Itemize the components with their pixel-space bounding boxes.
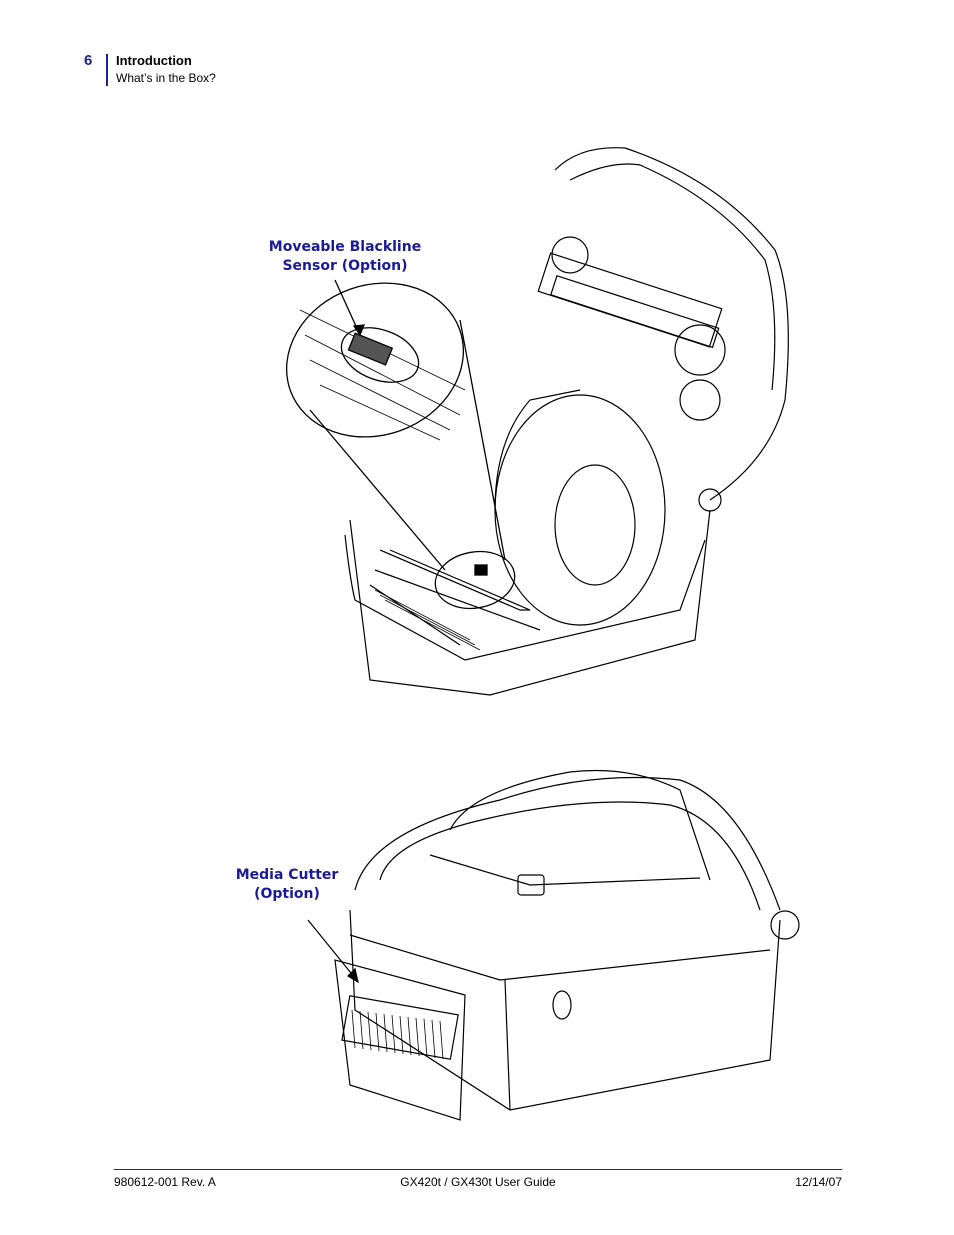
printer-top-cover [354,776,781,911]
footer-doc-number: 980612-001 Rev. A [114,1175,216,1189]
sensor-magnifier [285,282,465,438]
open-printer-illustration [285,147,789,696]
lid-latch [770,910,800,940]
footer-divider [114,1169,842,1170]
media-cutter-callout: Media Cutter (Option) [222,866,352,904]
printer-lid [554,147,789,501]
cutter-blade-slot [341,995,459,1060]
chapter-title: Introduction [116,53,192,68]
media-cutter [334,959,466,1121]
sensor-inset [434,550,516,610]
printer-body [349,909,781,1111]
printer-lid-window [449,769,711,881]
cutter-callout-line2: (Option) [254,886,320,902]
footer-title: GX420t / GX430t User Guide [400,1175,556,1189]
side-release-icon [552,990,572,1020]
cutter-callout-arrow [307,919,356,979]
blackline-callout-line1: Moveable Blackline [268,239,422,255]
blackline-callout-line2: Sensor (Option) [282,258,408,274]
blackline-sensor-callout: Moveable Blackline Sensor (Option) [262,238,428,276]
feed-button [517,874,545,896]
page-number: 6 [84,52,93,69]
magnifier-line-left [309,409,446,571]
footer-date: 12/14/07 [795,1175,842,1189]
media-roll [494,394,666,626]
section-title: What’s in the Box? [116,71,216,85]
header-divider [106,54,108,86]
magnifier-line-right [459,319,506,561]
printer-base [349,509,711,696]
cutter-callout-line1: Media Cutter [235,867,339,883]
closed-printer-illustration [307,769,800,1121]
